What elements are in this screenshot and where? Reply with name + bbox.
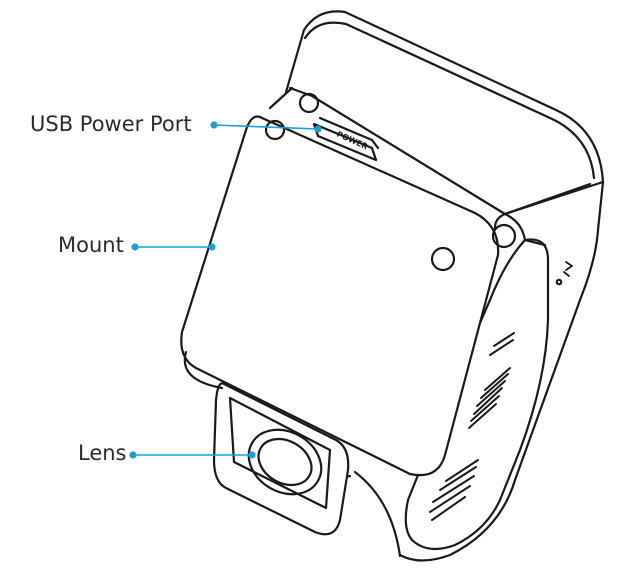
lens-label: Lens	[78, 441, 127, 465]
lens-housing	[212, 382, 350, 536]
body-top-face	[284, 10, 605, 230]
body-top-inner	[303, 21, 596, 180]
mount-screw-br	[491, 223, 517, 249]
mount-screw-tl	[264, 119, 286, 141]
vent-upper	[468, 332, 515, 429]
callout-leaders	[129, 121, 322, 459]
mount-screw-bl	[298, 92, 320, 114]
vent-lower	[429, 459, 479, 521]
leader-usb	[213, 124, 319, 130]
side-panel	[404, 238, 550, 551]
mount-plate	[180, 115, 500, 477]
usb-power-port-label: USB Power Port	[30, 112, 192, 136]
mount-label: Mount	[58, 233, 124, 257]
body-back-chamfer	[503, 182, 592, 216]
mount-screw-tr	[430, 246, 456, 272]
lens-glass	[247, 428, 323, 496]
body-right-side	[398, 180, 605, 562]
